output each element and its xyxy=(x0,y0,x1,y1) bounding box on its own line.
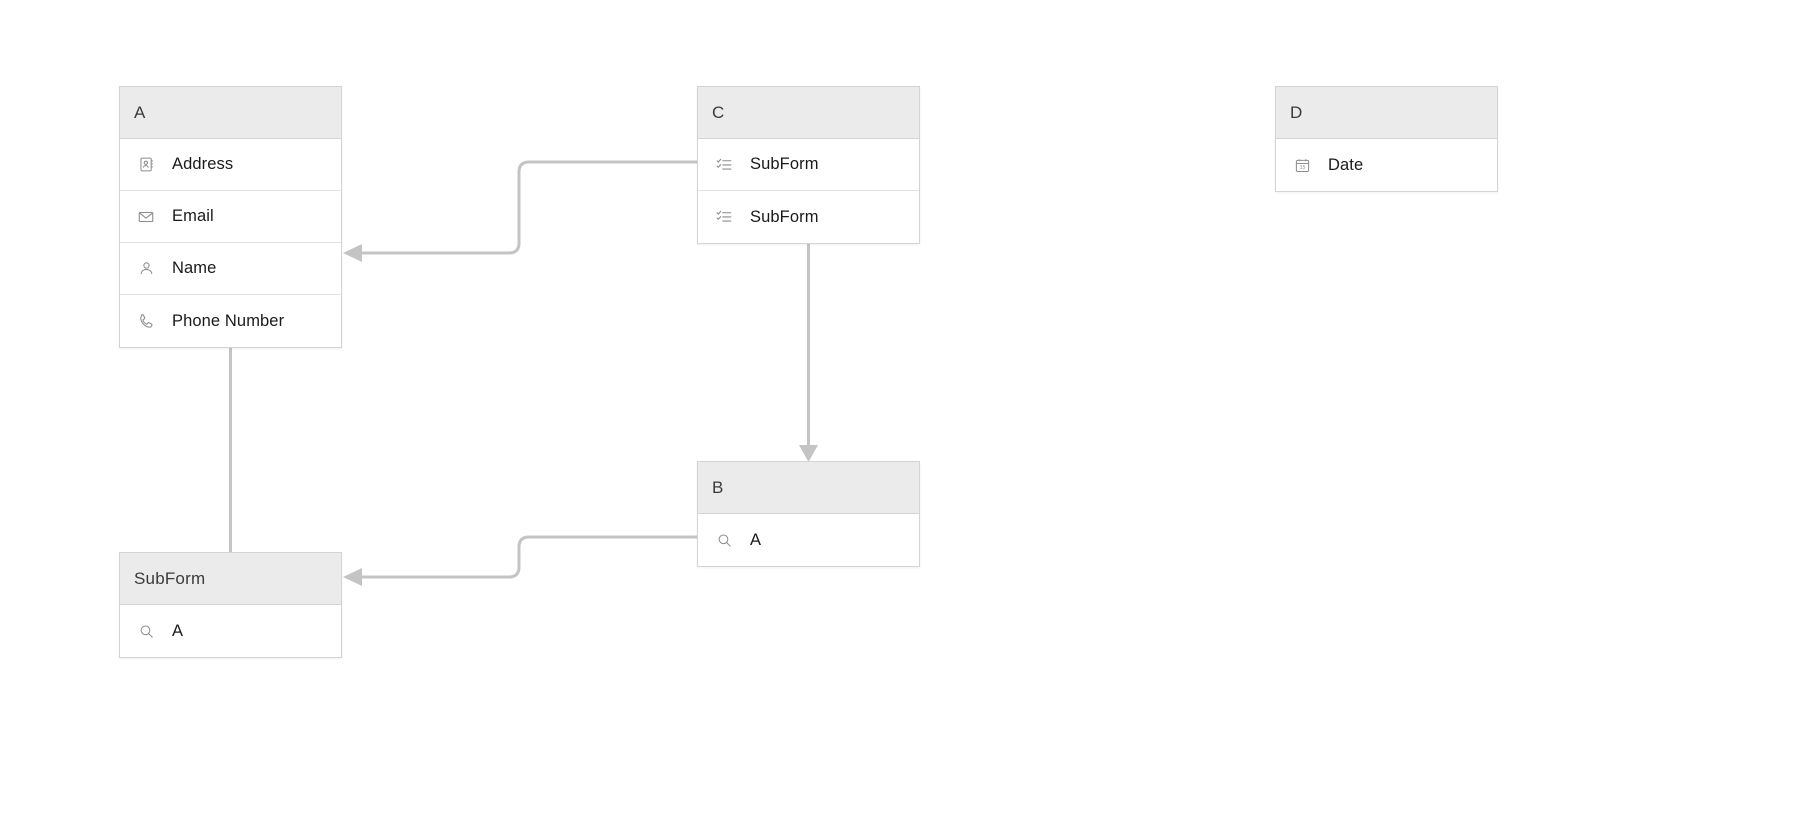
field-row-subform-1[interactable]: SubForm xyxy=(698,139,919,191)
node-b[interactable]: B A xyxy=(697,461,920,567)
checklist-icon xyxy=(714,207,734,227)
field-label: Address xyxy=(172,155,234,173)
person-icon xyxy=(136,259,156,279)
field-row-name[interactable]: Name xyxy=(120,243,341,295)
node-a[interactable]: A Address xyxy=(119,86,342,348)
calendar-icon: 15 xyxy=(1292,155,1312,175)
checklist-icon xyxy=(714,155,734,175)
field-row-phone-number[interactable]: Phone Number xyxy=(120,295,341,347)
node-d-title: D xyxy=(1276,87,1497,139)
node-c[interactable]: C SubForm xyxy=(697,86,920,244)
field-label: SubForm xyxy=(750,207,819,226)
edge-c-subform-to-a[interactable] xyxy=(343,160,697,262)
field-label: Email xyxy=(172,207,214,225)
arrowhead-left xyxy=(343,568,362,586)
phone-icon xyxy=(136,311,156,331)
field-row-lookup-a[interactable]: A xyxy=(698,514,919,566)
field-label: Phone Number xyxy=(172,311,285,330)
node-c-title: C xyxy=(698,87,919,139)
field-label: Date xyxy=(1328,155,1364,174)
field-label: A xyxy=(172,621,184,640)
field-row-email[interactable]: Email xyxy=(120,191,341,243)
field-row-subform-2[interactable]: SubForm xyxy=(698,191,919,243)
field-label: SubForm xyxy=(750,155,819,173)
field-row-date[interactable]: 15 Date xyxy=(1276,139,1497,191)
search-icon xyxy=(714,530,734,550)
node-subform-title: SubForm xyxy=(120,553,341,605)
field-row-lookup-a[interactable]: A xyxy=(120,605,341,657)
node-d[interactable]: D 15 Date xyxy=(1275,86,1498,192)
node-c-rows: SubForm SubForm xyxy=(698,139,919,243)
node-b-title: B xyxy=(698,462,919,514)
arrowhead-left xyxy=(343,244,362,262)
node-a-title: A xyxy=(120,87,341,139)
node-subform-rows: A xyxy=(120,605,341,657)
node-a-rows: Address Email Name xyxy=(120,139,341,347)
edge-b-to-subform[interactable] xyxy=(343,535,697,586)
field-row-address[interactable]: Address xyxy=(120,139,341,191)
node-subform[interactable]: SubForm A xyxy=(119,552,342,658)
field-label: Name xyxy=(172,259,217,277)
address-book-icon xyxy=(136,155,156,175)
arrowhead-down xyxy=(799,445,818,462)
svg-text:15: 15 xyxy=(1299,165,1305,171)
node-d-rows: 15 Date xyxy=(1276,139,1497,191)
node-b-rows: A xyxy=(698,514,919,566)
envelope-icon xyxy=(136,207,156,227)
field-label: A xyxy=(750,530,762,549)
edge-c-to-b[interactable] xyxy=(799,231,818,462)
search-icon xyxy=(136,621,156,641)
